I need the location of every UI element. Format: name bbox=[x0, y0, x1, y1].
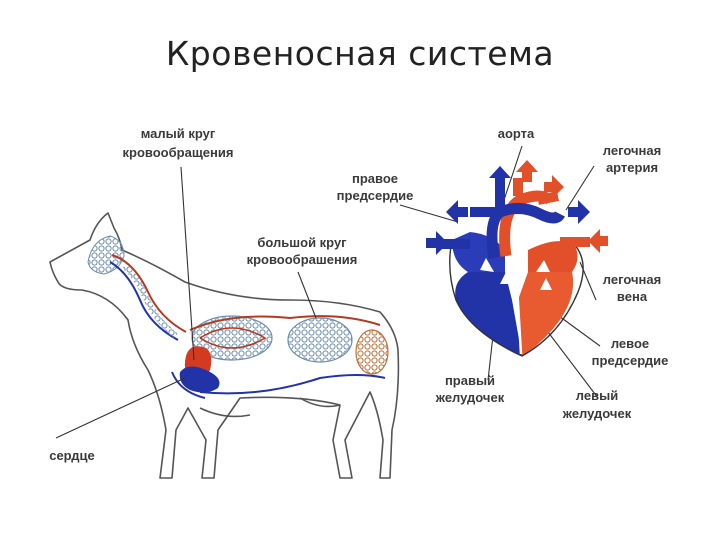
label-right-atrium-2: предсердие bbox=[337, 188, 414, 203]
label-heart: сердце bbox=[49, 448, 95, 463]
arrow-left-blue bbox=[446, 200, 468, 224]
dog-heart bbox=[179, 346, 220, 393]
neck-vessels bbox=[109, 254, 187, 341]
left-ventricle bbox=[518, 272, 574, 356]
label-pulmonary-artery-2: артерия bbox=[606, 160, 658, 175]
label-left-atrium-2: предсердие bbox=[592, 353, 669, 368]
body-vessels bbox=[171, 315, 386, 399]
heart-diagram bbox=[440, 178, 590, 357]
pulmonary-artery bbox=[486, 203, 565, 259]
label-left-atrium-1: левое bbox=[611, 336, 649, 351]
label-right-ventricle-2: желудочек bbox=[435, 390, 505, 405]
arrow-right-orange bbox=[544, 175, 564, 199]
arrow-up-blue bbox=[489, 166, 511, 188]
left-atrium bbox=[528, 241, 578, 272]
liver bbox=[287, 317, 353, 363]
label-left-ventricle-2: желудочек bbox=[562, 406, 632, 421]
arrow-up-orange bbox=[516, 160, 538, 182]
slide-title: Кровеносная система bbox=[165, 34, 555, 73]
label-right-atrium-1: правое bbox=[352, 171, 398, 186]
arrow-right-blue bbox=[568, 200, 590, 224]
lungs bbox=[191, 315, 273, 361]
label-left-ventricle-1: левый bbox=[576, 388, 618, 403]
label-small-circle-2: кровообращения bbox=[123, 145, 234, 160]
label-pulmonary-artery-1: легочная bbox=[603, 143, 661, 158]
label-right-ventricle-1: правый bbox=[445, 373, 495, 388]
label-pulmonary-vein-1: легочная bbox=[603, 272, 661, 287]
right-ventricle bbox=[455, 272, 522, 356]
diagram-labels: малый круг кровообращения большой круг к… bbox=[49, 126, 668, 463]
label-big-circle-2: кровообрашения bbox=[247, 252, 358, 267]
dog-outline bbox=[49, 212, 400, 479]
label-small-circle-1: малый круг bbox=[141, 126, 216, 141]
label-aorta: аорта bbox=[498, 126, 535, 141]
pointer-lines bbox=[55, 145, 601, 439]
flow-arrows bbox=[426, 160, 608, 255]
label-pulmonary-vein-2: вена bbox=[617, 289, 648, 304]
intestines bbox=[355, 329, 389, 375]
arrow-in-orange bbox=[588, 229, 608, 253]
arrow-in-blue bbox=[426, 231, 448, 255]
label-big-circle-1: большой круг bbox=[257, 235, 347, 250]
